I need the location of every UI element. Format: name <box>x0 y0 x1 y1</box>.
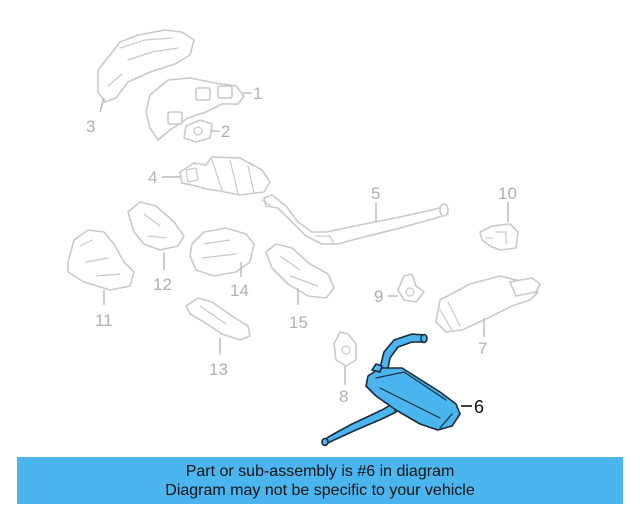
callout-2: 2 <box>221 122 230 141</box>
callout-9: 9 <box>374 287 383 306</box>
callout-14: 14 <box>230 281 249 300</box>
part-11-heat-shield <box>67 229 135 291</box>
part-4-catalytic-converter <box>179 156 271 196</box>
part-3-heat-shield <box>97 29 195 103</box>
part-6-muffler-highlighted <box>321 333 461 447</box>
part-2-gasket <box>183 119 213 143</box>
callout-4: 4 <box>148 168 157 187</box>
part-1-exhaust-manifold <box>145 77 245 141</box>
part-13-heat-shield <box>185 297 251 341</box>
callout-12: 12 <box>153 275 172 294</box>
callout-8: 8 <box>339 387 348 406</box>
part-14-heat-shield <box>189 227 255 277</box>
callout-7: 7 <box>478 339 487 358</box>
callout-5: 5 <box>371 184 380 203</box>
part-15-heat-shield <box>265 243 335 299</box>
banner-line-disclaimer: Diagram may not be specific to your vehi… <box>165 481 475 499</box>
part-10-bracket <box>479 223 519 251</box>
part-12-heat-shield <box>127 201 185 251</box>
callout-15: 15 <box>289 313 308 332</box>
callout-11: 11 <box>95 311 113 330</box>
info-banner: Part or sub-assembly is #6 in diagram Di… <box>17 457 623 504</box>
callout-1: 1 <box>253 84 262 103</box>
part-5-front-pipe <box>261 194 449 245</box>
callout-3: 3 <box>86 117 95 136</box>
part-9-hanger <box>397 273 425 303</box>
callout-6: 6 <box>474 397 484 417</box>
exhaust-parts-diagram: 3 1 2 4 5 10 11 <box>67 29 541 447</box>
part-8-hanger <box>333 331 357 367</box>
banner-line-part-number: Part or sub-assembly is #6 in diagram <box>185 462 455 480</box>
callout-13: 13 <box>209 360 228 379</box>
part-7-rear-muffler <box>435 275 541 333</box>
callout-10: 10 <box>498 184 517 203</box>
